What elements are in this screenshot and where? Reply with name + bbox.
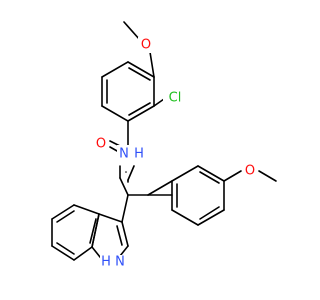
indole-benzene-ring bbox=[51, 204, 100, 261]
label-bg bbox=[93, 136, 109, 152]
bond bbox=[121, 194, 129, 223]
bond bbox=[56, 242, 75, 255]
ethyl-linker bbox=[119, 165, 149, 196]
bond bbox=[258, 170, 277, 182]
bond bbox=[147, 180, 173, 196]
label-bg bbox=[132, 145, 146, 161]
bond bbox=[197, 165, 225, 182]
bond bbox=[223, 170, 242, 182]
bond bbox=[171, 209, 199, 226]
bond bbox=[171, 165, 199, 182]
chlorine-atom: Cl bbox=[169, 91, 182, 106]
bond bbox=[153, 98, 165, 107]
bond bbox=[116, 225, 123, 246]
indole-hydrogen: H bbox=[101, 255, 111, 270]
bond bbox=[91, 213, 100, 248]
amide-nitrogen: N bbox=[119, 147, 129, 162]
bond bbox=[101, 61, 129, 78]
bond bbox=[51, 245, 75, 261]
methoxy-right bbox=[223, 170, 277, 182]
bond bbox=[127, 105, 155, 122]
bond bbox=[149, 51, 155, 78]
methoxy-oxygen-right: O bbox=[245, 164, 255, 179]
bond bbox=[199, 171, 220, 184]
amide-hydrogen: H bbox=[134, 147, 144, 162]
structure-diagram: O Cl O N H O H N bbox=[51, 21, 277, 270]
label-bg bbox=[138, 37, 154, 53]
label-bg bbox=[100, 255, 114, 269]
benzamide-ring bbox=[101, 61, 155, 122]
bond bbox=[98, 213, 123, 223]
indole-nitrogen: N bbox=[115, 255, 125, 270]
label-bg bbox=[117, 145, 133, 161]
bond bbox=[121, 221, 129, 247]
bond bbox=[56, 210, 75, 223]
atom-labels: O Cl O N H O H N bbox=[93, 37, 258, 270]
bond bbox=[51, 204, 75, 220]
bond bbox=[123, 21, 141, 41]
bond bbox=[199, 206, 220, 220]
bond bbox=[73, 204, 100, 215]
label-bg bbox=[113, 255, 127, 269]
molecule-canvas: O Cl O N H O H N bbox=[51, 21, 277, 270]
label-bg bbox=[242, 163, 258, 179]
bond bbox=[89, 218, 97, 244]
bond bbox=[128, 102, 151, 116]
carbonyl-oxygen: O bbox=[96, 137, 106, 152]
bond bbox=[197, 209, 225, 226]
bond bbox=[119, 245, 129, 257]
bond bbox=[127, 165, 135, 181]
bond bbox=[101, 105, 129, 122]
methoxy-top bbox=[123, 21, 155, 78]
bond bbox=[127, 61, 155, 78]
label-bg bbox=[163, 90, 187, 106]
methoxy-oxygen-top: O bbox=[141, 38, 151, 53]
bond bbox=[128, 67, 151, 81]
bond bbox=[119, 177, 129, 196]
methoxyphenyl-ring bbox=[147, 165, 225, 226]
bond bbox=[73, 246, 93, 261]
